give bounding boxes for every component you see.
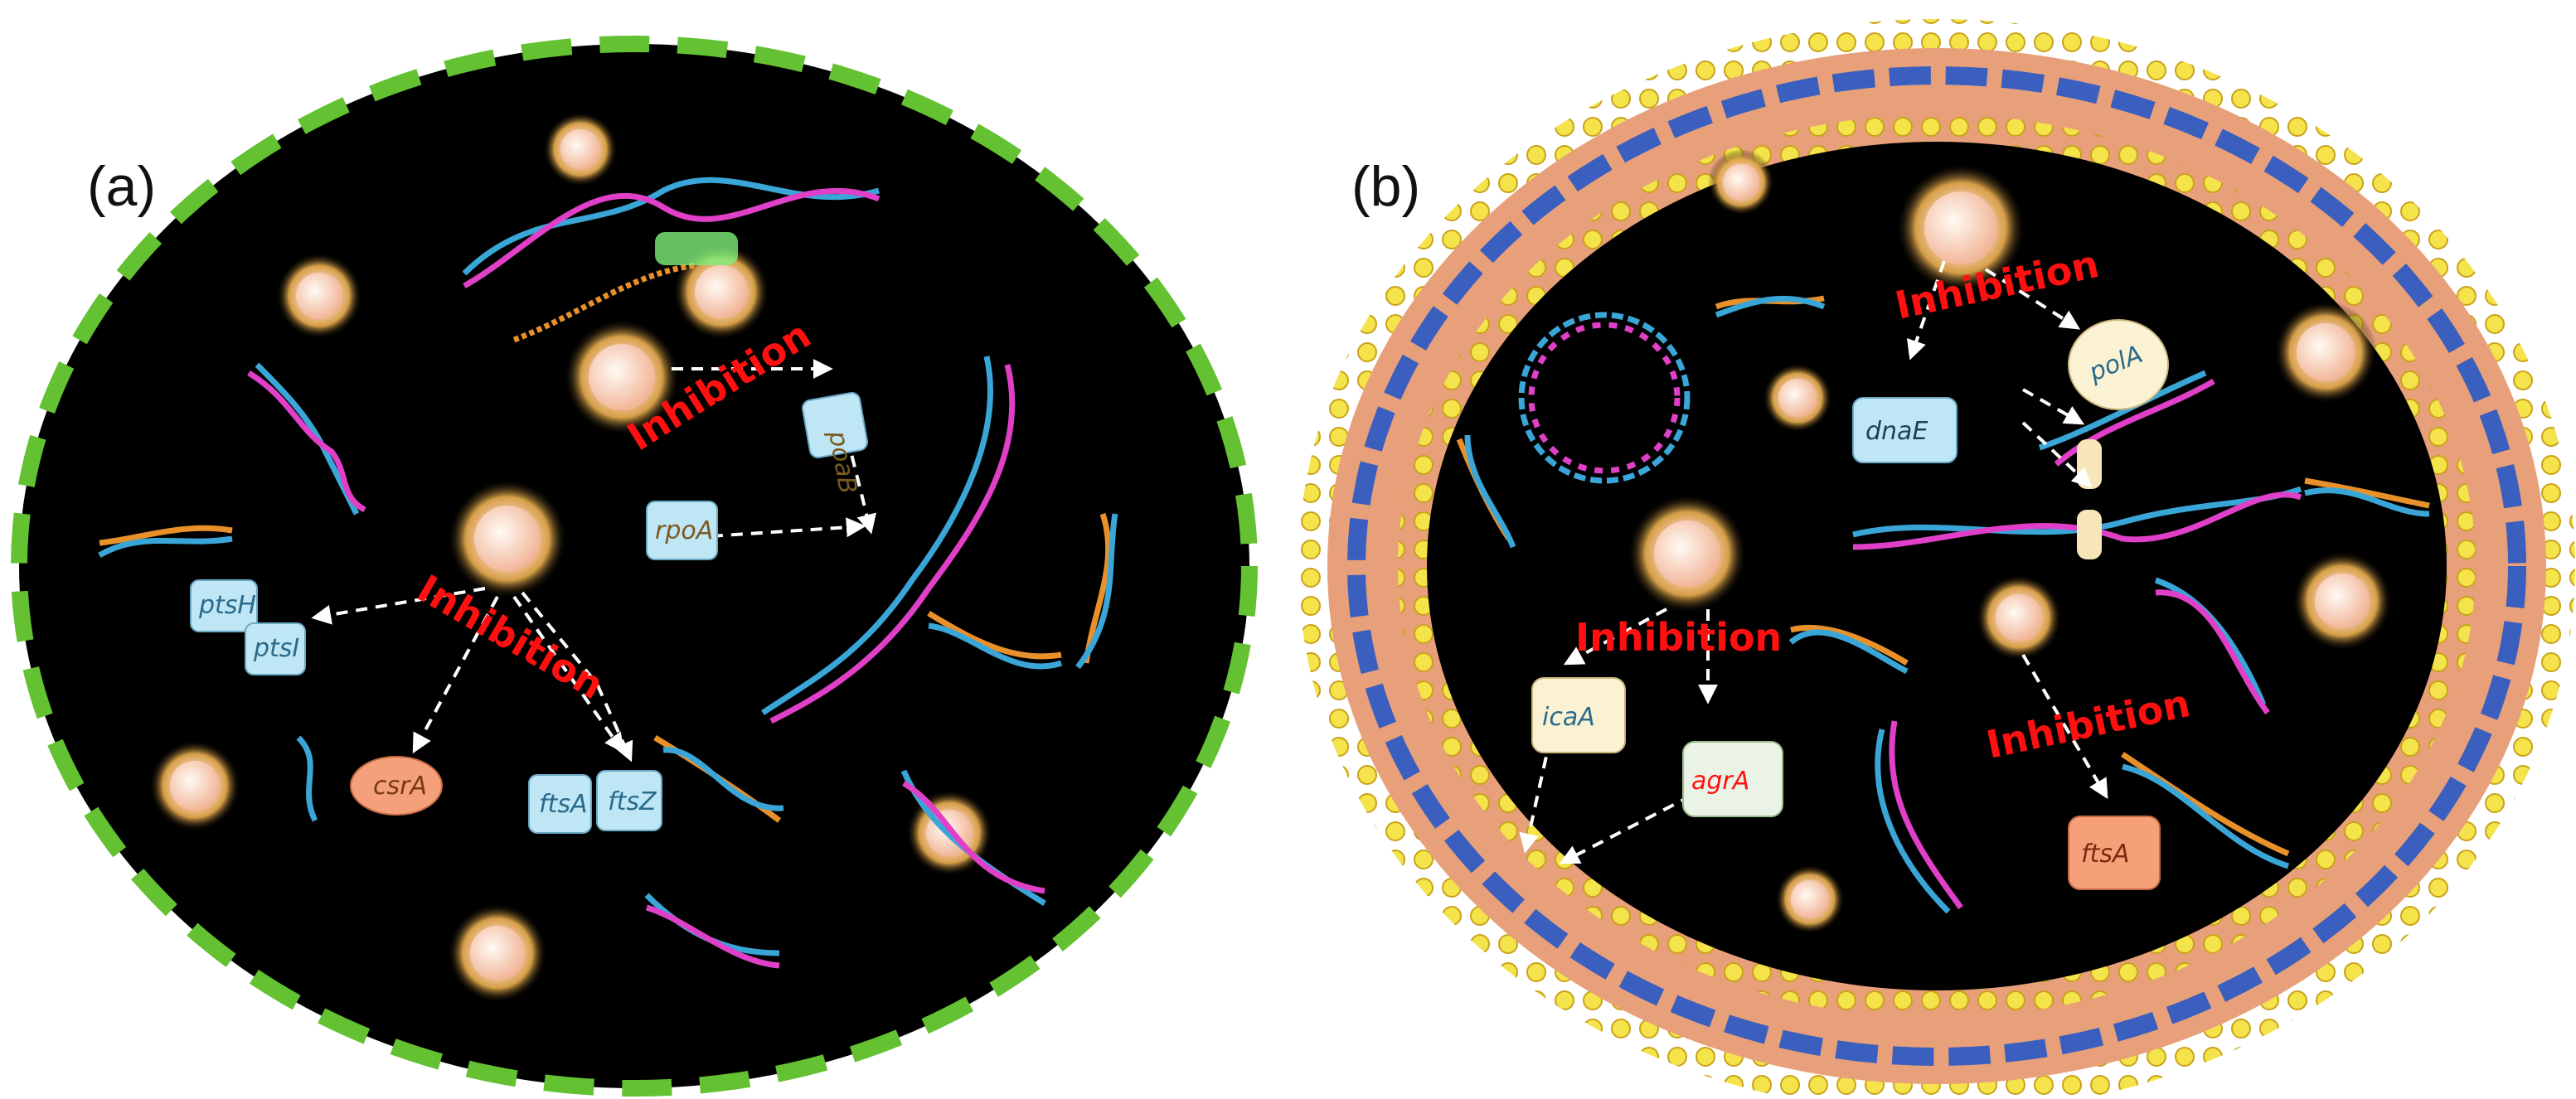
dna-strands-b <box>1456 295 2430 914</box>
gene-ptsH: ptsH <box>190 579 258 632</box>
inhibition-label-b2: Inhibition <box>1575 615 1782 660</box>
panel-a: (a) <box>11 36 1258 1097</box>
svg-text:ptsI: ptsI <box>253 634 299 663</box>
cell-b-membrane-blue <box>1347 66 2526 1066</box>
gene-rpoA: rpoA <box>646 501 718 560</box>
svg-text:ptsH: ptsH <box>198 591 256 620</box>
gene-dnaE: dnaE <box>1852 397 1957 463</box>
gene-ftsA-a: ftsA <box>528 774 592 834</box>
svg-text:icaA: icaA <box>1542 703 1595 732</box>
svg-text:ftsA: ftsA <box>2081 840 2129 869</box>
cell-a-membrane <box>11 36 1258 1097</box>
panel-a-label: (a) <box>87 155 156 218</box>
svg-text:csrA: csrA <box>373 772 427 801</box>
gene-ftsA-b: ftsA <box>2068 816 2161 890</box>
gene-csrA: csrA <box>350 756 443 816</box>
svg-text:dnaE: dnaE <box>1865 417 1928 446</box>
panel-b: (b) <box>1298 19 2575 1099</box>
gene-polA: polA <box>2068 319 2169 410</box>
svg-text:ftsZ: ftsZ <box>608 787 657 816</box>
svg-text:rpoA: rpoA <box>655 516 713 545</box>
dna-strands-a <box>98 177 1118 969</box>
gene-ptsI: ptsI <box>245 622 306 675</box>
svg-text:ftsA: ftsA <box>539 790 587 819</box>
arrows-b <box>1519 260 2108 864</box>
panel-b-label: (b) <box>1351 155 1420 218</box>
nanoparticles-b <box>1628 149 2392 934</box>
gene-agrA: agrA <box>1682 741 1783 817</box>
gene-ftsZ: ftsZ <box>596 770 662 831</box>
gene-icaA: icaA <box>1531 677 1626 753</box>
svg-text:agrA: agrA <box>1691 767 1749 796</box>
cell-b-cytoplasm <box>1427 142 2447 990</box>
